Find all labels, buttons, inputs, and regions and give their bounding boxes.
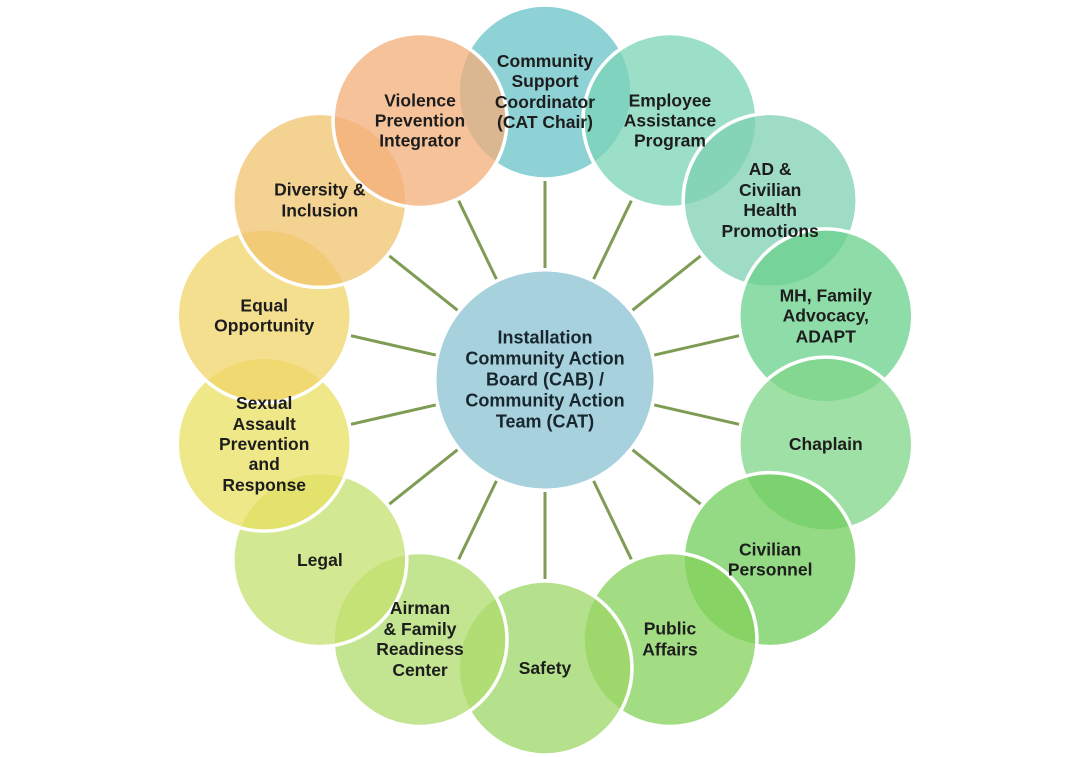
connector-line-airman-family-readiness-center	[457, 480, 498, 560]
connector-line-public-affairs	[592, 480, 633, 560]
connector-line-chaplain	[653, 403, 740, 426]
node-circle-violence-prevention-integrator	[331, 31, 509, 210]
connector-line-ad-civilian-health-promotions	[631, 254, 702, 312]
connector-line-mh-family-advocacy-adapt	[653, 334, 740, 357]
connector-line-employee-assistance-program	[592, 200, 633, 280]
connector-line-equal-opportunity	[350, 334, 437, 357]
connector-line-civilian-personnel	[631, 448, 702, 506]
connector-line-sexual-assault-prevention-response	[350, 403, 437, 426]
connector-line-legal	[388, 448, 459, 506]
center-node-circle	[433, 268, 657, 492]
connector-line-diversity-inclusion	[388, 254, 459, 312]
connector-line-violence-prevention-integrator	[457, 200, 498, 280]
